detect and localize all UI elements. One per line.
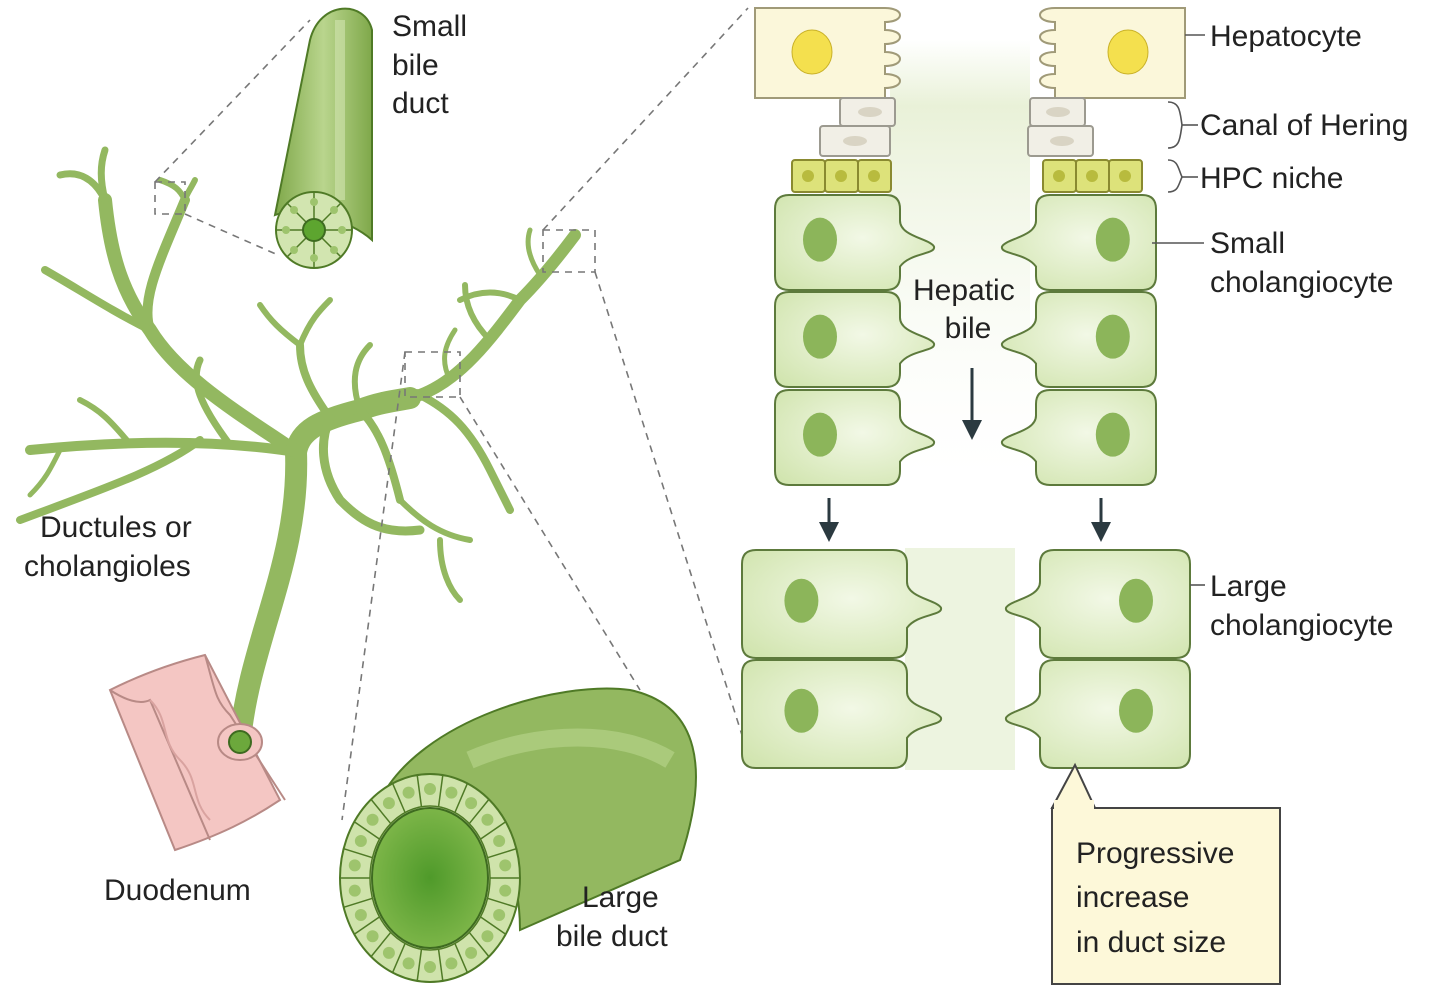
canal-of-hering-label: Canal of Hering [1200,109,1408,142]
small-cholangiocyte-cell [1001,389,1157,486]
duct-cell-nucleus [465,946,478,959]
nucleus [803,217,837,262]
small-cholangiocyte-label: Small cholangiocyte [1210,227,1393,299]
duct-cell-nucleus [354,908,367,921]
callout-line: increase [1076,881,1189,914]
duct-cell-nucleus [382,946,395,959]
duct-cell-nucleus [366,813,379,826]
duct-cell-nucleus [493,835,506,848]
duct-size-callout [1050,762,1281,985]
duct-cell-nucleus [366,930,379,943]
hpc-niche-cells [791,159,1143,193]
nucleus [1095,412,1130,457]
small-cholangiocyte-cell [1001,194,1157,291]
nucleus [1119,578,1153,623]
hepatic-bile-line: bile [945,312,992,345]
hepatocytes [754,7,1186,99]
large-bile-duct-illustration [339,687,697,983]
duct-cell-nucleus [424,961,436,973]
large-bile-duct-label: Large bile duct [556,881,668,953]
zoom-guide-lines [154,7,749,821]
duct-cell-nucleus [465,797,478,810]
duct-cell-nucleus [499,884,512,897]
duct-lumen [890,40,1030,770]
large-cholangiocyte-label: Large cholangiocyte [1210,570,1393,642]
small-bile-duct-line: bile [392,49,439,82]
nucleus [1095,314,1130,359]
small-cholangiocyte-line: Small [1210,227,1285,260]
bile-flow-arrows [819,368,1111,542]
large-cholangiocyte-line: Large [1210,570,1287,603]
large-cholangiocyte-line: cholangiocyte [1210,609,1393,642]
callout-text: Progressive increase in duct size [1076,837,1243,959]
nucleus [784,578,819,623]
ductules-line: Ductules or [40,511,192,544]
small-cholangiocyte-cell [774,194,935,291]
duodenum-illustration [108,653,286,852]
small-cholangiocyte-cell [774,291,935,388]
hpc-niche-label: HPC niche [1200,162,1343,195]
large-cholangiocyte-cell [741,659,942,769]
small-bile-duct-line: Small [392,10,467,43]
duct-cell-nucleus [499,859,512,872]
ductules-line: cholangioles [24,550,191,583]
small-cholangiocyte-line: cholangiocyte [1210,266,1393,299]
small-bile-duct-line: duct [392,87,449,120]
callout-line: in duct size [1076,926,1226,959]
ductules-label: Ductules or cholangioles [24,511,200,583]
canal-of-hering-cells [819,97,1094,157]
hepatocyte-label: Hepatocyte [1210,20,1362,53]
duct-cell-nucleus [382,797,395,810]
small-cholangiocyte-cell [1001,291,1157,388]
biliary-tree [16,146,581,751]
large-cholangiocyte-cell [741,549,942,659]
duct-cell-nucleus [348,884,361,897]
small-cholangiocyte-cell [774,389,935,486]
large-cholangiocytes [741,549,1191,769]
duct-cell-nucleus [402,957,415,970]
nucleus [1119,688,1153,733]
nucleus [784,688,819,733]
duct-cell-nucleus [445,957,458,970]
duct-cell-nucleus [402,786,415,799]
small-bile-duct-label: Small bile duct [392,10,475,120]
duct-cell-nucleus [493,908,506,921]
nucleus [1095,217,1130,262]
nucleus [803,314,837,359]
duct-cell-nucleus [445,786,458,799]
duct-cell-nucleus [424,783,436,795]
label-leader-lines [1152,34,1205,586]
hepatic-bile-label: Hepatic bile [913,274,1023,345]
hepatic-bile-line: Hepatic [913,274,1015,307]
large-bile-duct-line: Large [582,881,659,914]
duct-cell-nucleus [481,813,494,826]
nucleus [803,412,837,457]
callout-line: Progressive [1076,837,1234,870]
duct-cell-nucleus [348,859,361,872]
large-bile-duct-line: bile duct [556,920,668,953]
small-bile-duct-illustration [273,7,373,269]
duct-cell-nucleus [354,835,367,848]
small-cholangiocytes [774,194,1157,486]
duct-cell-nucleus [481,930,494,943]
large-cholangiocyte-cell [1005,549,1191,659]
large-cholangiocyte-cell [1005,659,1191,769]
duodenum-label: Duodenum [104,874,251,907]
